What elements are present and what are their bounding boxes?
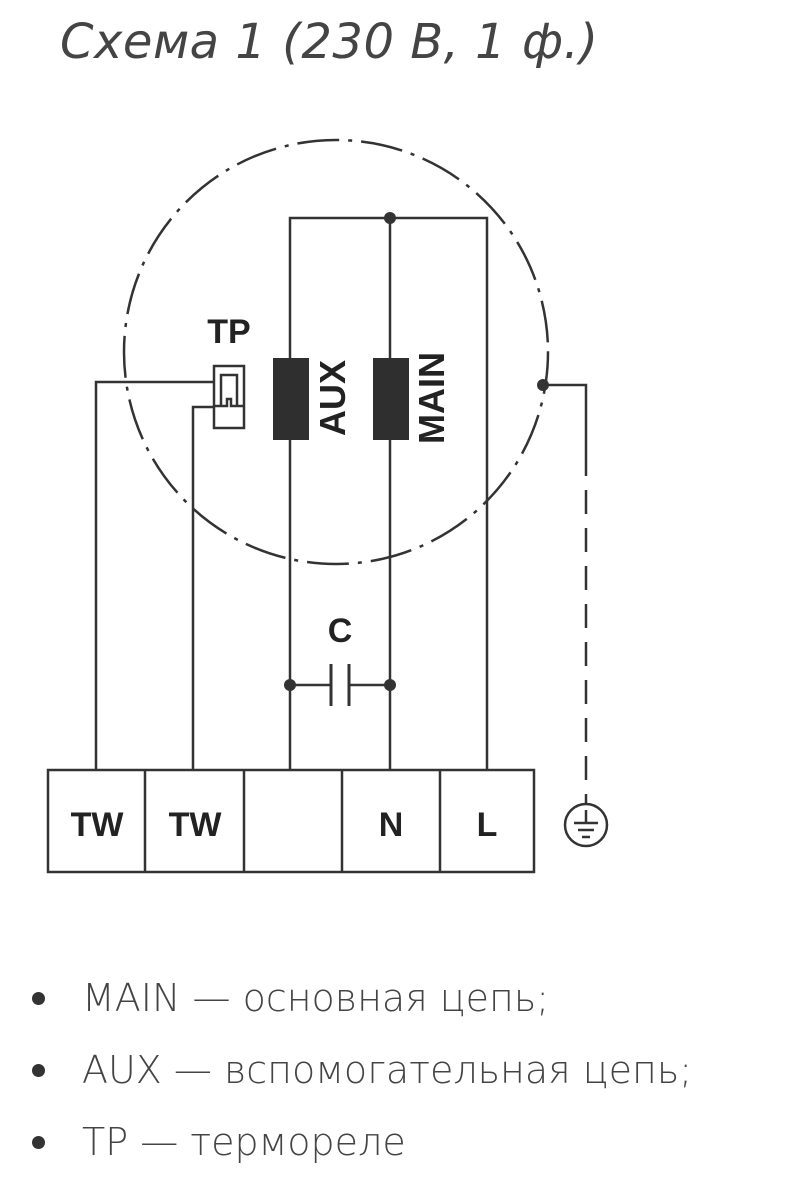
aux-winding	[273, 358, 309, 440]
terminal-label-l: L	[477, 806, 498, 844]
terminal-label-tw2: TW	[169, 806, 223, 844]
aux-label: AUX	[312, 360, 353, 436]
wiring-diagram: TP AUX MAIN C TW TW N L	[46, 138, 609, 874]
legend-item-text: TP — термореле	[82, 1120, 406, 1164]
legend-item: MAIN — основная цепь;	[24, 968, 800, 1040]
capacitor-label: C	[328, 612, 353, 650]
internal-wiring	[94, 216, 588, 805]
junction-dots	[284, 212, 549, 691]
legend-item: TP — термореле	[24, 1112, 800, 1184]
legend-item: AUX — вспомогательная цепь;	[24, 1040, 800, 1112]
legend-item-text: MAIN — основная цепь;	[82, 976, 550, 1020]
bullet-icon	[32, 1136, 45, 1149]
tp-label: TP	[207, 313, 250, 351]
legend-item-text: AUX — вспомогательная цепь;	[82, 1048, 693, 1092]
legend-list: MAIN — основная цепь; AUX — вспомогатель…	[24, 968, 800, 1184]
terminal-label-tw1: TW	[71, 806, 125, 844]
capacitor-symbol	[329, 664, 351, 706]
page-title: Схема 1 (230 В, 1 ф.)	[60, 14, 599, 70]
main-winding	[373, 358, 409, 440]
main-label: MAIN	[411, 352, 452, 444]
ground-icon	[563, 802, 609, 848]
bullet-icon	[32, 992, 45, 1005]
terminal-block	[46, 768, 536, 874]
thermal-relay-icon	[212, 364, 246, 430]
bullet-icon	[32, 1064, 45, 1077]
terminal-label-n: N	[379, 806, 404, 844]
motor-housing-outline	[122, 138, 550, 566]
